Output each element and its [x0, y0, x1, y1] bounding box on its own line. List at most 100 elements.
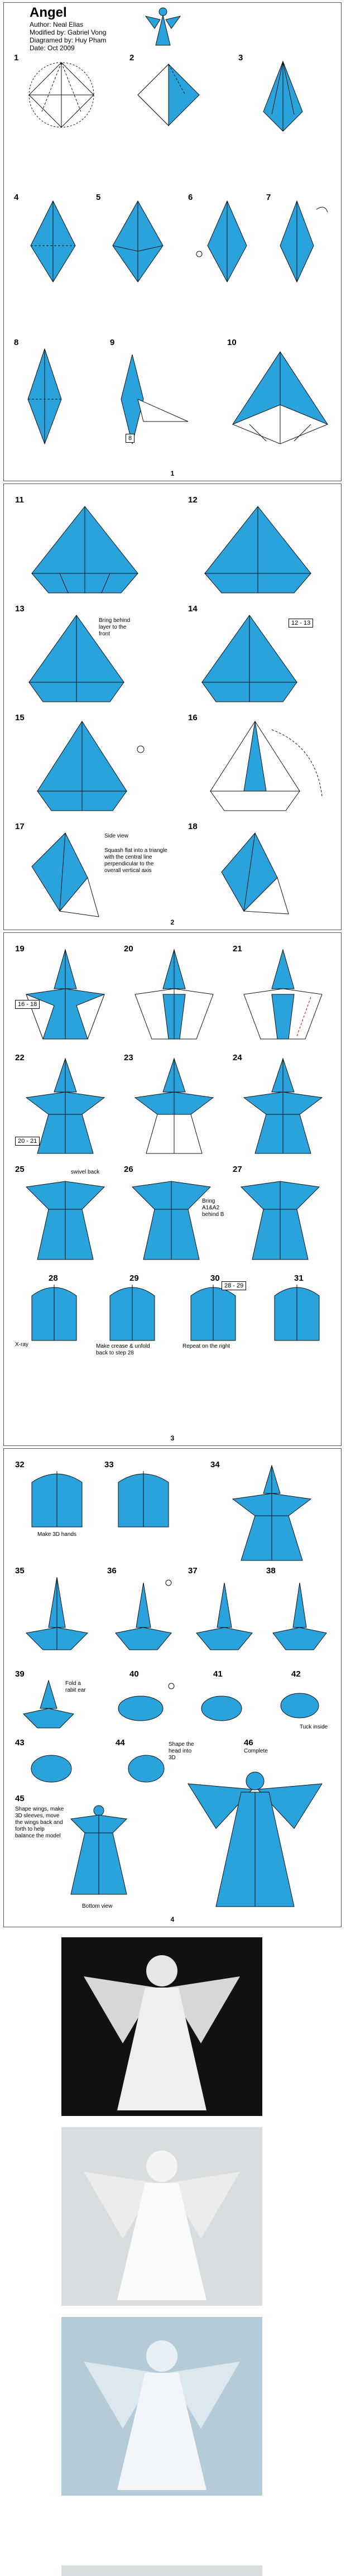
step-number: 31	[294, 1273, 304, 1283]
step-7-diagram	[280, 200, 328, 283]
step-31-diagram	[274, 1285, 320, 1341]
step-30: 30 28 - 29 Repeat on the right	[177, 1273, 255, 1357]
step-46	[182, 1761, 328, 1918]
step-7: 7	[266, 193, 333, 288]
step-38-diagram	[272, 1582, 327, 1650]
page-number: 4	[170, 1916, 175, 1923]
step-6-diagram	[196, 200, 247, 283]
step-46-diagram	[188, 1771, 323, 1907]
page-number: 3	[170, 1434, 175, 1442]
step-number: 4	[14, 193, 19, 202]
step-46-label: 46 Complete	[244, 1738, 300, 1760]
step-18-diagram	[221, 832, 289, 914]
step-number: 27	[233, 1165, 242, 1174]
step-number: 28	[49, 1273, 58, 1283]
step-42-note: Tuck inside	[300, 1724, 328, 1730]
step-9: 9 8	[110, 338, 199, 449]
step-number: 43	[15, 1738, 25, 1747]
diagram-title: Angel	[30, 5, 67, 20]
step-17-view-note: Side view	[104, 833, 128, 839]
step-13-diagram	[28, 615, 124, 702]
step-10-diagram	[232, 351, 329, 444]
step-28-note: X-ray	[15, 1342, 28, 1348]
reference-box: 12 - 13	[289, 619, 314, 628]
step-35: 35	[15, 1566, 99, 1667]
step-3: 3	[238, 53, 328, 137]
photo-partial-bottom	[61, 2565, 262, 2576]
step-4-diagram	[30, 200, 76, 283]
step-number: 13	[15, 604, 25, 614]
step-25: 25 swivel back	[15, 1165, 116, 1265]
step-number: 33	[104, 1460, 114, 1469]
diagrammer-credit: Diagramed by: Huy Pham	[30, 36, 107, 44]
diagram-page-4: 32 Make 3D hands 33 34 35 36	[3, 1448, 342, 1927]
modifier-credit: Modified by: Gabriel Vong	[30, 28, 107, 36]
step-45-note: Shape wings, make 3D sleeves, move the w…	[15, 1806, 64, 1839]
step-number: 46	[244, 1738, 253, 1747]
step-37-diagram	[196, 1582, 253, 1650]
step-13: 13 Bring behind layer to the front	[15, 604, 155, 710]
step-17-note: Squash flat into a triangle with the cen…	[104, 848, 167, 874]
step-25-diagram	[25, 1181, 105, 1260]
step-number: 29	[129, 1273, 139, 1283]
step-2: 2	[129, 53, 208, 137]
step-number: 7	[266, 193, 271, 202]
step-19-diagram	[26, 949, 105, 1040]
step-14: 14 12 - 13	[188, 604, 333, 710]
step-number: 9	[110, 338, 115, 347]
step-28-diagram	[31, 1285, 77, 1341]
step-number: 25	[15, 1165, 25, 1174]
step-number: 24	[233, 1053, 242, 1062]
reference-box: 16 - 18	[15, 1000, 40, 1009]
step-17-diagram	[31, 832, 99, 917]
step-38: 38	[266, 1566, 336, 1667]
step-43-diagram	[31, 1755, 72, 1783]
step-16-diagram	[210, 721, 323, 811]
step-42-diagram	[280, 1693, 319, 1718]
step-30-note: Repeat on the right	[182, 1343, 230, 1349]
step-20-diagram	[134, 949, 214, 1040]
step-29-note: Make crease & unfold back to step 28	[96, 1343, 150, 1356]
reference-box: 8	[126, 434, 135, 443]
step-41: 41	[188, 1669, 261, 1736]
reference-box: 28 - 29	[222, 1281, 247, 1290]
step-number: 32	[15, 1460, 25, 1469]
step-27-diagram	[240, 1181, 320, 1260]
angel-model-icon	[84, 2340, 240, 2490]
angel-logo-icon	[145, 7, 181, 46]
reference-box: 20 - 21	[15, 1137, 40, 1146]
step-45-bottom-note: Bottom view	[82, 1903, 113, 1909]
step-30-diagram	[190, 1285, 236, 1341]
author-credit: Author: Neal Elias	[30, 21, 84, 28]
step-36-diagram	[115, 1579, 172, 1650]
step-34-diagram	[232, 1464, 312, 1561]
step-number: 1	[14, 53, 19, 63]
step-4: 4	[14, 193, 92, 288]
step-29: 29 Make crease & unfold back to step 28	[96, 1273, 169, 1357]
step-number: 21	[233, 944, 242, 954]
step-10: 10	[227, 338, 336, 449]
step-number: 19	[15, 944, 25, 954]
step-number: 20	[124, 944, 133, 954]
date-credit: Date: Oct 2009	[30, 44, 75, 52]
step-32-note: Make 3D hands	[37, 1531, 77, 1538]
step-15: 15	[15, 713, 155, 819]
page-number: 1	[170, 470, 175, 477]
step-32-diagram	[31, 1471, 83, 1528]
step-45: 45 Shape wings, make 3D sleeves, move th…	[15, 1794, 155, 1917]
step-number: 16	[188, 713, 198, 722]
step-40: 40	[104, 1669, 182, 1736]
step-23-diagram	[134, 1057, 214, 1154]
photo-angel-white-dark-background	[61, 1937, 262, 2116]
step-1-diagram	[28, 62, 94, 128]
step-34: 34	[210, 1460, 333, 1566]
step-46-note: Complete	[244, 1748, 268, 1754]
step-36: 36	[107, 1566, 180, 1667]
step-31: 31	[261, 1273, 333, 1357]
step-45-diagram	[70, 1805, 128, 1895]
step-39-note: Fold a rabit ear	[65, 1680, 86, 1693]
step-number: 22	[15, 1053, 25, 1062]
step-number: 5	[96, 193, 101, 202]
step-26: 26 Bring A1&A2 behind B	[124, 1165, 230, 1265]
step-41-diagram	[201, 1696, 242, 1721]
